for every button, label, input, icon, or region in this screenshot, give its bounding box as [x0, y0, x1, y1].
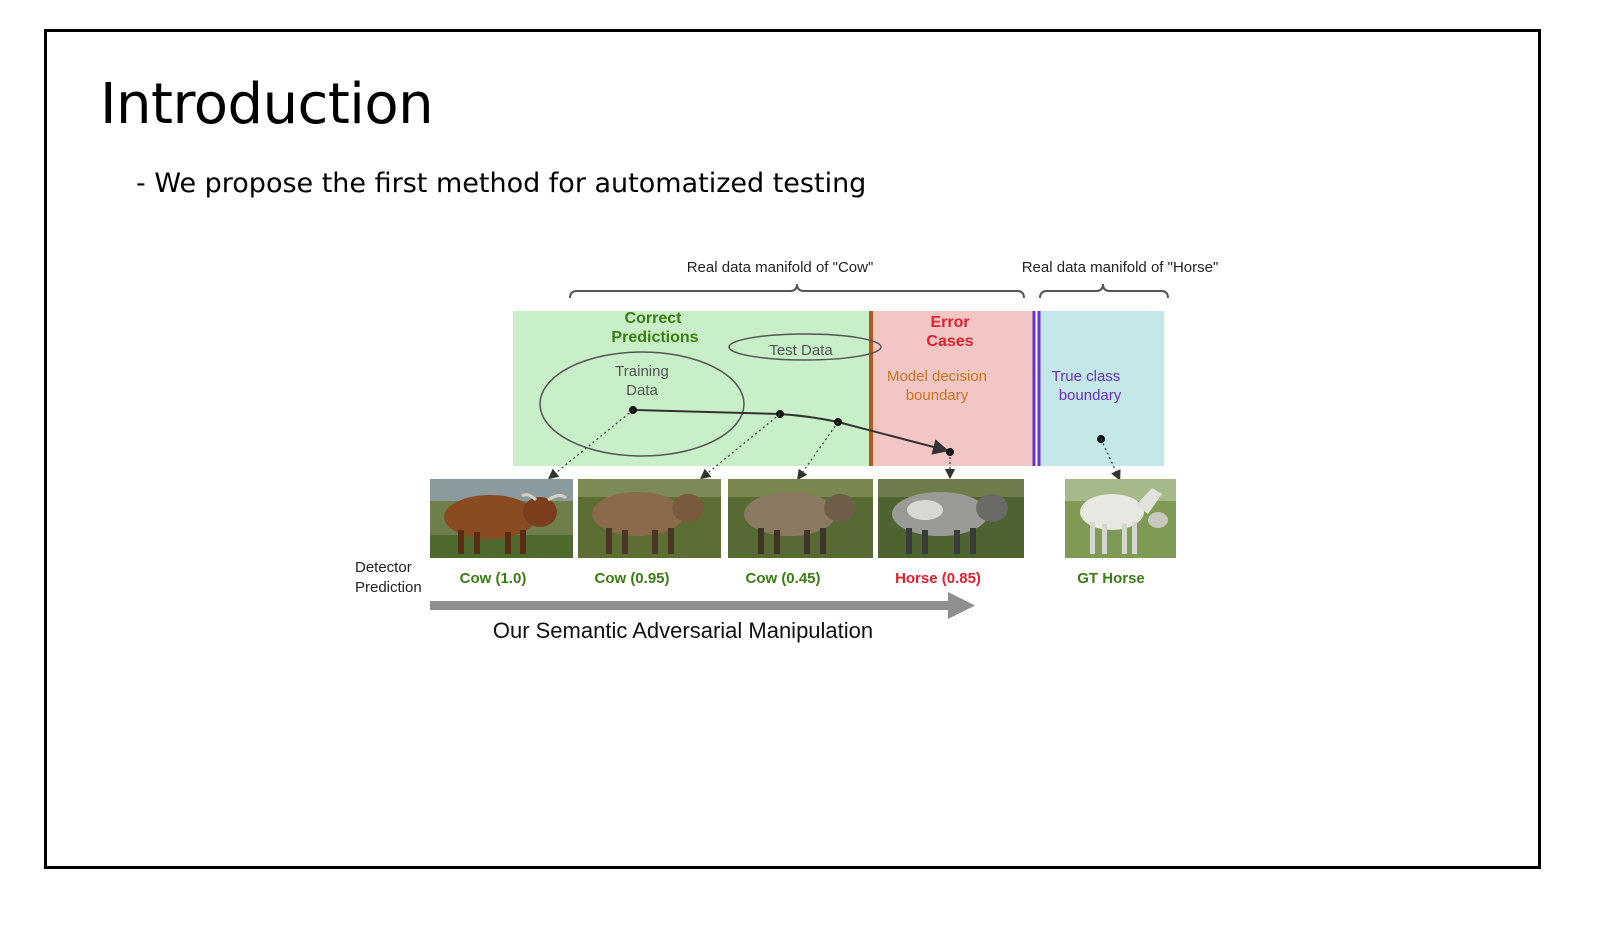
cow-photo-1	[430, 479, 573, 558]
training-data-label-1: Training	[615, 363, 669, 380]
cow-photo-3	[728, 479, 873, 558]
model-boundary-label-2: boundary	[906, 387, 969, 404]
test-data-label: Test Data	[769, 342, 833, 359]
correct-predictions-label-1: Correct	[625, 310, 683, 327]
connector-5	[1100, 438, 1121, 481]
cow-photo-2	[578, 479, 721, 558]
slide-bullet: - We propose the first method for automa…	[136, 168, 867, 199]
training-data-label-2: Data	[626, 382, 658, 399]
cow-manifold-brace	[569, 283, 1025, 299]
manipulation-arrow	[430, 592, 975, 619]
error-cases-label-2: Cases	[926, 333, 973, 350]
model-boundary-label-1: Model decision	[887, 368, 987, 385]
error-cases-label-1: Error	[930, 314, 969, 331]
horse-manifold-brace	[1039, 283, 1169, 299]
test-data-ellipse	[728, 333, 882, 361]
true-boundary-label-2: boundary	[1059, 387, 1122, 404]
detector-label-2: Prediction	[355, 579, 422, 596]
horse-photo	[1065, 479, 1176, 558]
connector-3	[797, 421, 839, 481]
correct-predictions-label-2: Predictions	[611, 329, 698, 346]
true-boundary-label-1: True class	[1052, 368, 1121, 385]
horse-manifold-label: Real data manifold of "Horse"	[1022, 259, 1219, 276]
cow-manifold-label: Real data manifold of "Cow"	[687, 259, 874, 276]
connector-2	[699, 413, 781, 480]
cow-photo-4	[878, 479, 1024, 558]
training-data-ellipse	[539, 351, 745, 457]
prediction-label-5: GT Horse	[1077, 570, 1145, 587]
detector-label-1: Detector	[355, 559, 412, 576]
error-cases-region	[872, 311, 1033, 466]
correct-predictions-region	[513, 311, 872, 466]
prediction-label-3: Cow (0.45)	[745, 570, 820, 587]
prediction-label-2: Cow (0.95)	[594, 570, 669, 587]
prediction-label-1: Cow (1.0)	[460, 570, 527, 587]
slide-title: Introduction	[100, 72, 434, 137]
prediction-label-4: Horse (0.85)	[895, 570, 981, 587]
manipulation-caption: Our Semantic Adversarial Manipulation	[493, 618, 873, 643]
